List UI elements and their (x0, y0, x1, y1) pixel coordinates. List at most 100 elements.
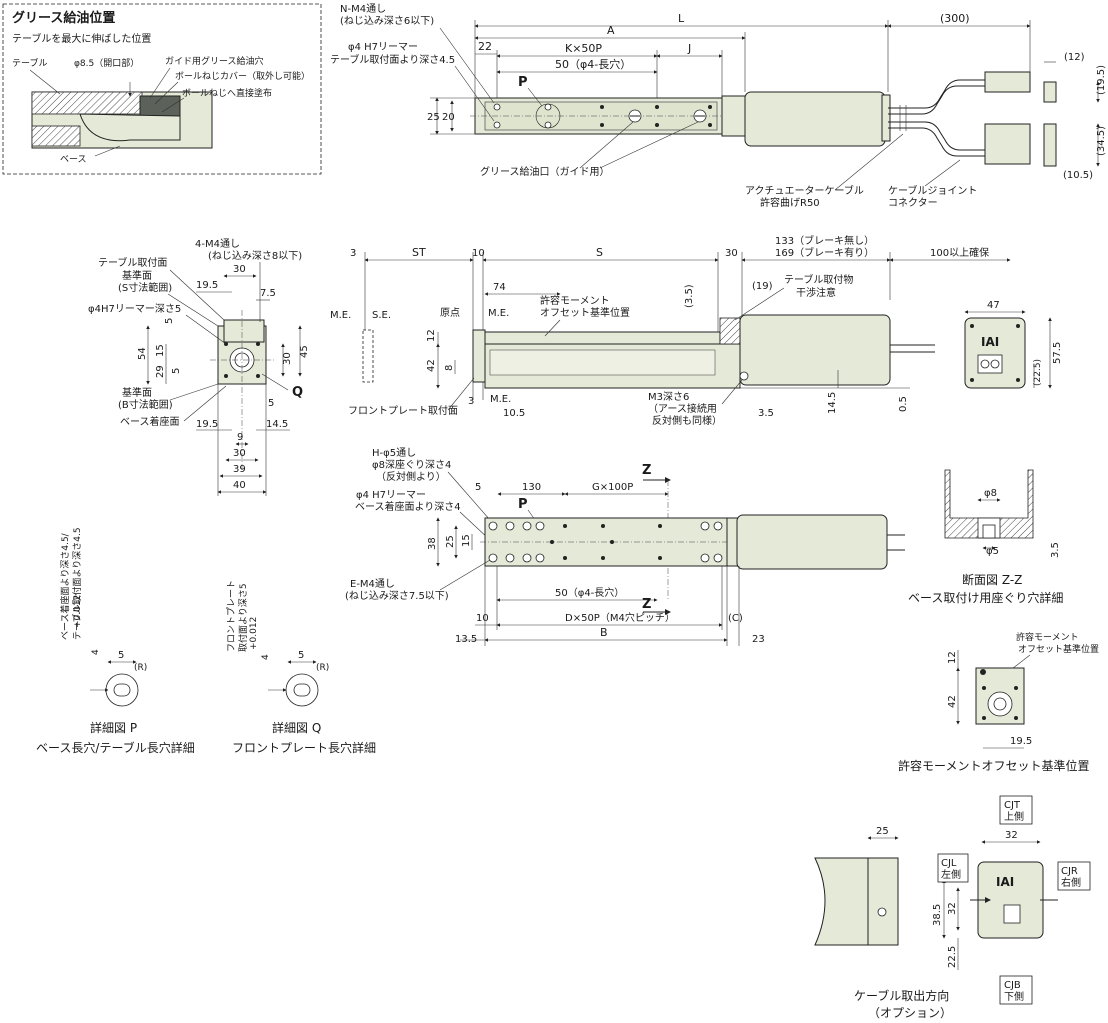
end-dim-39: 39 (233, 464, 246, 475)
bottom-dim-25: 25 (445, 535, 456, 548)
end-dim-195: 19.5 (196, 280, 218, 291)
bottom-dim-C: (C) (728, 613, 743, 624)
cable-option-view: 25 IAI 32 38.5 32 22.5 CJT 上側 CJL 左側 CJR… (814, 795, 1091, 1020)
zz-dim-35: 3.5 (1050, 542, 1061, 558)
detail-q-caption: フロントプレート長穴詳細 (232, 740, 376, 755)
reamer-label: φ4 H7リーマー (348, 42, 418, 53)
cable-cjr: CJR (1061, 866, 1078, 877)
end-dim-54: 54 (137, 347, 148, 360)
n-m4-sub: (ねじ込み深さ6以下) (340, 15, 434, 27)
grease-port-label: グリース給油口（ガイド用） (480, 165, 610, 178)
cable-label-1b: 許容曲げR50 (760, 196, 820, 209)
cable-option-side (814, 857, 869, 946)
detail-q-note2: 取付面より深さ5 (238, 583, 249, 652)
bottom-Z1: Z (642, 463, 651, 478)
detail-p-r: (R) (134, 663, 147, 673)
bottom-h-phi5b: φ8深座ぐり深さ4 (372, 458, 451, 471)
side-brake2: 169（ブレーキ有り） (775, 246, 874, 259)
section-zz-body (944, 469, 1034, 539)
end-ref-face: 基準面 (122, 269, 152, 282)
end-base-face: ベース着座面 (120, 415, 180, 428)
side-dim-42: 42 (426, 359, 437, 372)
detail-p-note1: ベース着座面より深さ4.5/ (59, 532, 71, 640)
bottom-view: H-φ5通し φ8深座ぐり深さ4 （反対側より） φ4 H7リーマー ベース着座… (345, 447, 905, 646)
detail-q-dim-5: 5 (298, 650, 304, 661)
grease-screw-cover-label: ボールねじカバー（取外し可能） (175, 70, 310, 82)
detail-p: 4 +0.012 ベース着座面より深さ4.5/ テーブル取付面より深さ4.5 5… (36, 527, 195, 755)
end-table-face: テーブル取付面 (98, 256, 167, 269)
dim-K: K×50P (565, 42, 602, 55)
bottom-dim-23: 23 (752, 634, 765, 645)
detail-p-caption: ベース長穴/テーブル長穴詳細 (36, 740, 195, 755)
grease-position-panel: グリース給油位置 テーブルを最大に伸ばした位置 テーブル φ8.5（開口部） ガ… (2, 3, 322, 175)
side-m3b: （アース接続用 (648, 402, 717, 415)
end-view: 4-M4通し (ねじ込み深さ8以下) テーブル取付面 基準面 (S寸法範囲) φ… (88, 238, 310, 496)
cable-cjt: CJT (1004, 800, 1021, 811)
bottom-dim-135: 13.5 (455, 634, 477, 645)
zz-caption: ベース取付け用座ぐり穴詳細 (908, 590, 1063, 605)
dim-c195: (19.5) (1096, 65, 1107, 95)
side-origin: 原点 (440, 307, 460, 319)
side-se-label: S.E. (372, 310, 391, 321)
detail-q-r: (R) (316, 663, 329, 673)
section-zz: φ8 φ5 3.5 断面図 Z-Z ベース取付け用座ぐり穴詳細 (908, 469, 1063, 605)
cable-cjl: CJL (941, 858, 957, 869)
cable-label-1: アクチュエーターケーブル (745, 184, 864, 197)
bottom-dim-D: D×50P（M4穴ピッチ） (565, 611, 675, 624)
bottom-dim-38: 38 (427, 537, 438, 550)
grease-table-section (31, 91, 143, 115)
moment-label2: オフセット基準位置 (1018, 643, 1099, 655)
detail-q-tol: 4 (261, 654, 271, 660)
end-dim-30b: 30 (282, 352, 293, 365)
end-dim-145: 14.5 (266, 419, 288, 430)
cable-cjr-box (1057, 861, 1091, 891)
moment-label1: 許容モーメント (1016, 631, 1079, 643)
bottom-motor (736, 514, 888, 570)
side-me3: M.E. (490, 394, 511, 405)
side-front-plate: フロントプレート取付面 (348, 404, 458, 417)
side-interfere: テーブル取付物 (784, 273, 853, 286)
end-ref-face-sub: (S寸法範囲) (118, 281, 172, 294)
moment-offset-view: 許容モーメント オフセット基準位置 12 42 19.5 許容モーメントオフセッ… (898, 631, 1099, 773)
dim-c345: (34.5) (1096, 126, 1107, 156)
top-motor-body (744, 91, 886, 147)
cable-cjb-box (999, 975, 1033, 1005)
bottom-slot50: 50（φ4-長穴） (555, 586, 624, 599)
side-me-label: M.E. (330, 310, 351, 321)
end-m4-label: 4-M4通し (195, 238, 240, 250)
side-dim-05: 0.5 (898, 396, 909, 412)
side-moment: 許容モーメント (540, 294, 610, 307)
rear-dim-225: (22.5) (1033, 359, 1043, 386)
dim-L: L (678, 12, 685, 25)
cable-dim-32b: 32 (947, 902, 958, 915)
bottom-h-phi5c: （反対側より） (376, 470, 446, 483)
cable-option-caption: （オプション） (868, 1006, 952, 1020)
moment-caption: 許容モーメントオフセット基準位置 (898, 758, 1090, 773)
side-dim-145: 14.5 (827, 392, 838, 414)
side-dim-3: 3 (350, 248, 356, 259)
side-clear: 100以上確保 (930, 246, 989, 259)
cable-option-title: ケーブル取出方向 (854, 988, 949, 1003)
detail-p-title: 詳細図 P (90, 720, 137, 735)
cable-label-2: ケーブルジョイント (888, 184, 977, 197)
bottom-e-m4: E-M4通し (350, 578, 395, 590)
end-dim-5: 5 (164, 318, 175, 324)
side-dim-74: 74 (493, 282, 506, 293)
dim-top-20: 20 (442, 112, 455, 123)
end-dim-195b: 19.5 (196, 419, 218, 430)
dim-c12: (12) (1064, 52, 1085, 63)
side-m3: M3深さ6 (648, 391, 689, 403)
cable-cjt2: 上側 (1004, 810, 1024, 823)
zz-phi8: φ8 (984, 488, 997, 499)
cable-cjt-box (999, 795, 1033, 825)
detail-q-tol-sup: +0.012 (249, 617, 259, 650)
end-dim-9: 9 (237, 432, 243, 443)
end-ref-b-sub: (B寸法範囲) (118, 398, 173, 411)
bottom-dim-5: 5 (475, 482, 481, 493)
dim-A: A (607, 24, 615, 37)
bottom-P-marker: P (518, 497, 528, 512)
bottom-reamer2: ベース着座面より深さ4 (355, 500, 461, 513)
end-reamer: φ4H7リーマー深さ5 (88, 303, 181, 315)
bottom-dim-15: 15 (461, 534, 472, 547)
